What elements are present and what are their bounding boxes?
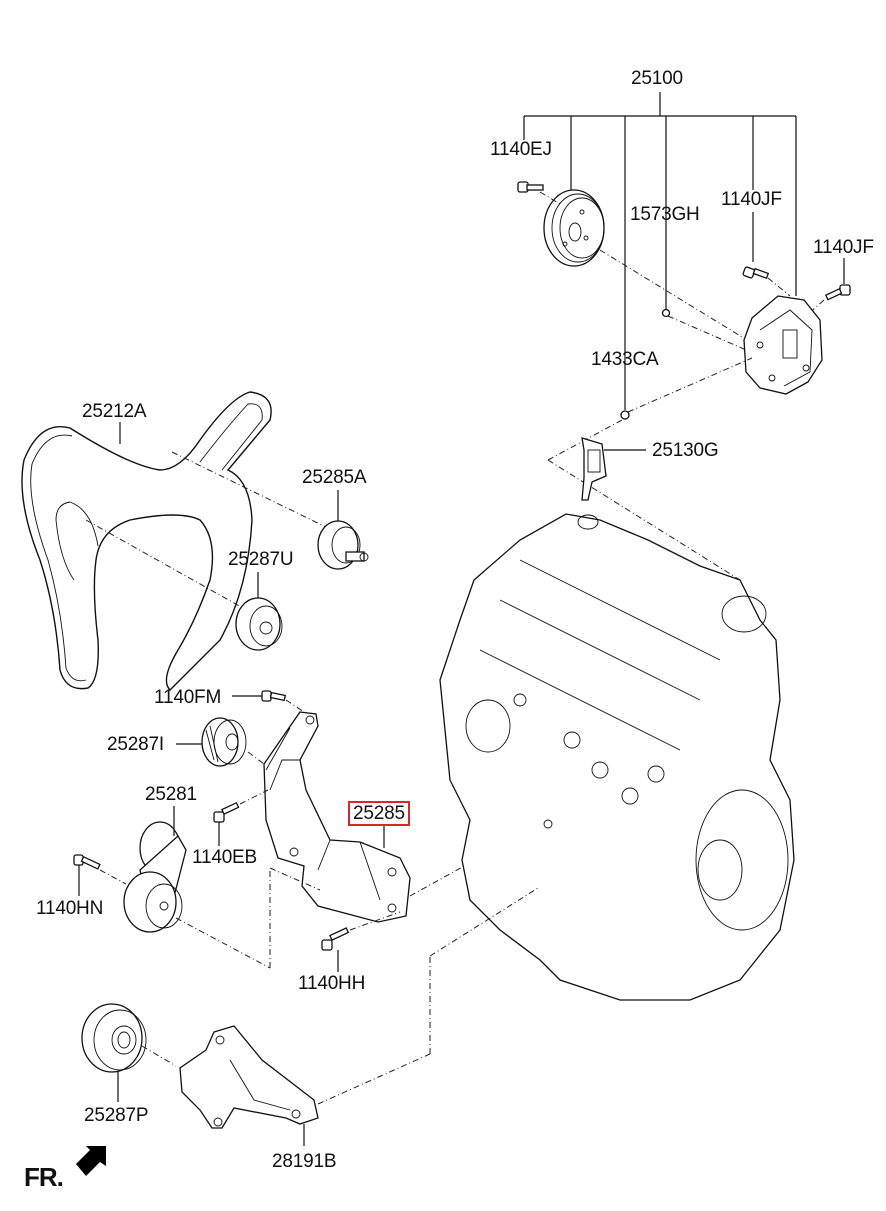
label-1140FM: 1140FM [154,687,222,708]
label-1573GH: 1573GH [630,204,700,225]
o-ring-1433CA [620,410,630,420]
leader-25100 [523,92,845,410]
label-28191B: 28191B [272,1151,337,1172]
label-1140JF-right: 1140JF [813,237,874,258]
label-25212A: 25212A [82,401,147,422]
bolt-1140JF-right [824,284,851,301]
front-direction-arrow-icon [76,1146,106,1176]
water-pump-housing [743,295,823,395]
serpentine-belt-25212A [21,391,272,691]
label-25287I: 25287I [107,734,164,755]
label-1433CA: 1433CA [591,349,659,370]
bolt-1140HH [321,927,350,951]
bolt-1140JF-left [742,266,770,280]
bracket-25285 [263,711,411,923]
bracket-28191B [179,1025,319,1129]
label-25100: 25100 [631,68,683,89]
front-direction-label: FR. [24,1162,64,1192]
label-1140JF-left: 1140JF [721,189,782,210]
idler-pulley-25287U [235,597,283,651]
tensioner-25281 [123,821,187,933]
label-1140HN: 1140HN [36,898,104,919]
label-1140EB: 1140EB [192,847,258,868]
bolt-1140FM [261,690,287,702]
bolt-1140HN [73,854,101,870]
label-25287U: 25287U [228,549,294,570]
label-1140HH: 1140HH [298,973,366,994]
label-25287P: 25287P [84,1105,149,1126]
bolt-1140EJ [517,181,544,193]
idler-pulley-25287I [201,717,247,767]
water-pump-pulley [543,189,605,267]
label-1140EJ: 1140EJ [490,139,552,160]
idler-pulley-25287P [81,1003,147,1073]
label-25130G: 25130G [652,440,719,461]
label-25285-highlighted[interactable]: 25285 [348,801,410,826]
idler-pulley-25285A [317,520,369,570]
gasket-25130G [581,437,607,501]
label-25285A: 25285A [302,467,367,488]
label-25281: 25281 [145,784,197,805]
bolt-1140EB [213,801,240,823]
engine-block [439,513,795,1001]
